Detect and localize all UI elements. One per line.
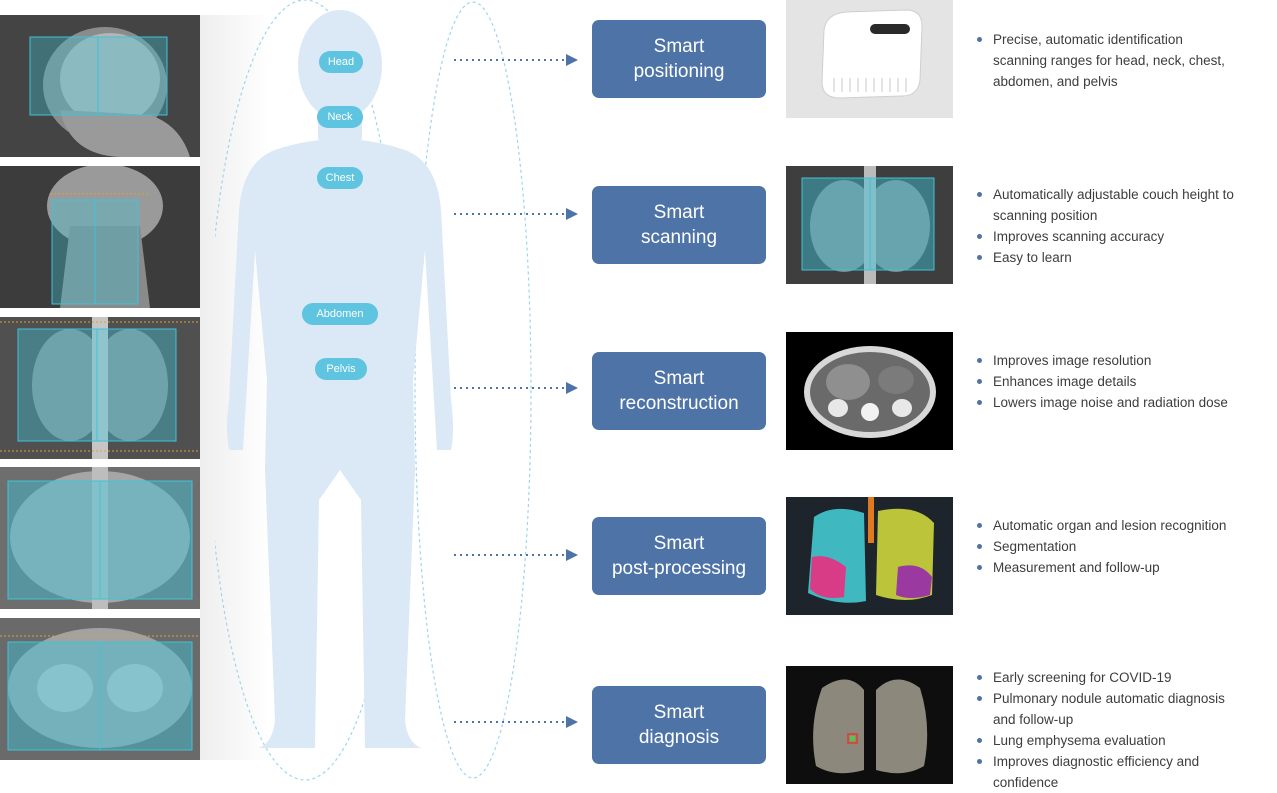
bullet-item: Automatically adjustable couch height to… [976,184,1236,226]
bullet-item: Precise, automatic identification scanni… [976,29,1236,92]
scan-chest-frontal [0,317,200,459]
body-part-chest: Chest [317,167,363,189]
arrow-scanning [454,208,578,220]
scan-head-lateral [0,15,200,157]
lung-segmentation-image [786,497,953,615]
bullets-post-processing: Automatic organ and lesion recognition S… [976,515,1236,578]
orbit-ellipse-right [414,1,532,779]
step-positioning: Smart positioning [592,20,766,98]
scan-abdomen-frontal [0,467,200,609]
arrow-positioning [454,54,578,66]
step-title-line1: Smart [653,368,705,389]
arrow-diagnosis [454,716,578,728]
body-part-head: Head [319,51,363,73]
abdomen-ct-slice-image [786,332,953,450]
bullet-item: Segmentation [976,536,1236,557]
body-part-neck: Neck [317,106,363,128]
step-title-line1: Smart [653,202,705,223]
bullets-scanning: Automatically adjustable couch height to… [976,184,1236,268]
body-part-pelvis: Pelvis [315,358,367,380]
bullets-reconstruction: Improves image resolution Enhances image… [976,350,1236,413]
step-post-processing: Smart post-processing [592,517,766,595]
step-title-line1: Smart [653,702,705,723]
bullet-item: Measurement and follow-up [976,557,1236,578]
arrow-reconstruction [454,382,578,394]
scan-pelvis-frontal [0,618,200,760]
bullets-positioning: Precise, automatic identification scanni… [976,29,1236,92]
step-title-line2: scanning [640,227,718,248]
bullet-item: Enhances image details [976,371,1236,392]
step-title-line1: Smart [653,36,705,57]
bullet-item: Easy to learn [976,247,1236,268]
bullet-item: Improves image resolution [976,350,1236,371]
arrow-post-processing [454,549,578,561]
step-diagnosis: Smart diagnosis [592,686,766,764]
camera-device-image [786,0,953,118]
bullets-diagnosis: Early screening for COVID-19 Pulmonary n… [976,667,1236,793]
body-part-abdomen: Abdomen [302,303,378,325]
bullet-item: Improves diagnostic efficiency and confi… [976,751,1236,793]
bullet-item: Lowers image noise and radiation dose [976,392,1236,413]
step-title-line2: reconstruction [619,393,739,414]
bullet-item: Lung emphysema evaluation [976,730,1236,751]
bullet-item: Improves scanning accuracy [976,226,1236,247]
lung-nodule-image [786,666,953,784]
step-reconstruction: Smart reconstruction [592,352,766,430]
bullet-item: Pulmonary nodule automatic diagnosis and… [976,688,1236,730]
body-silhouette [215,0,532,781]
bullet-item: Automatic organ and lesion recognition [976,515,1236,536]
step-scanning: Smart scanning [592,186,766,264]
step-title-line1: Smart [653,533,705,554]
chest-scout-image [786,166,953,284]
step-title-line2: diagnosis [638,727,720,748]
step-title-line2: post-processing [611,558,747,579]
step-title-line2: positioning [633,61,725,82]
scan-neck-lateral [0,166,200,308]
bullet-item: Early screening for COVID-19 [976,667,1236,688]
